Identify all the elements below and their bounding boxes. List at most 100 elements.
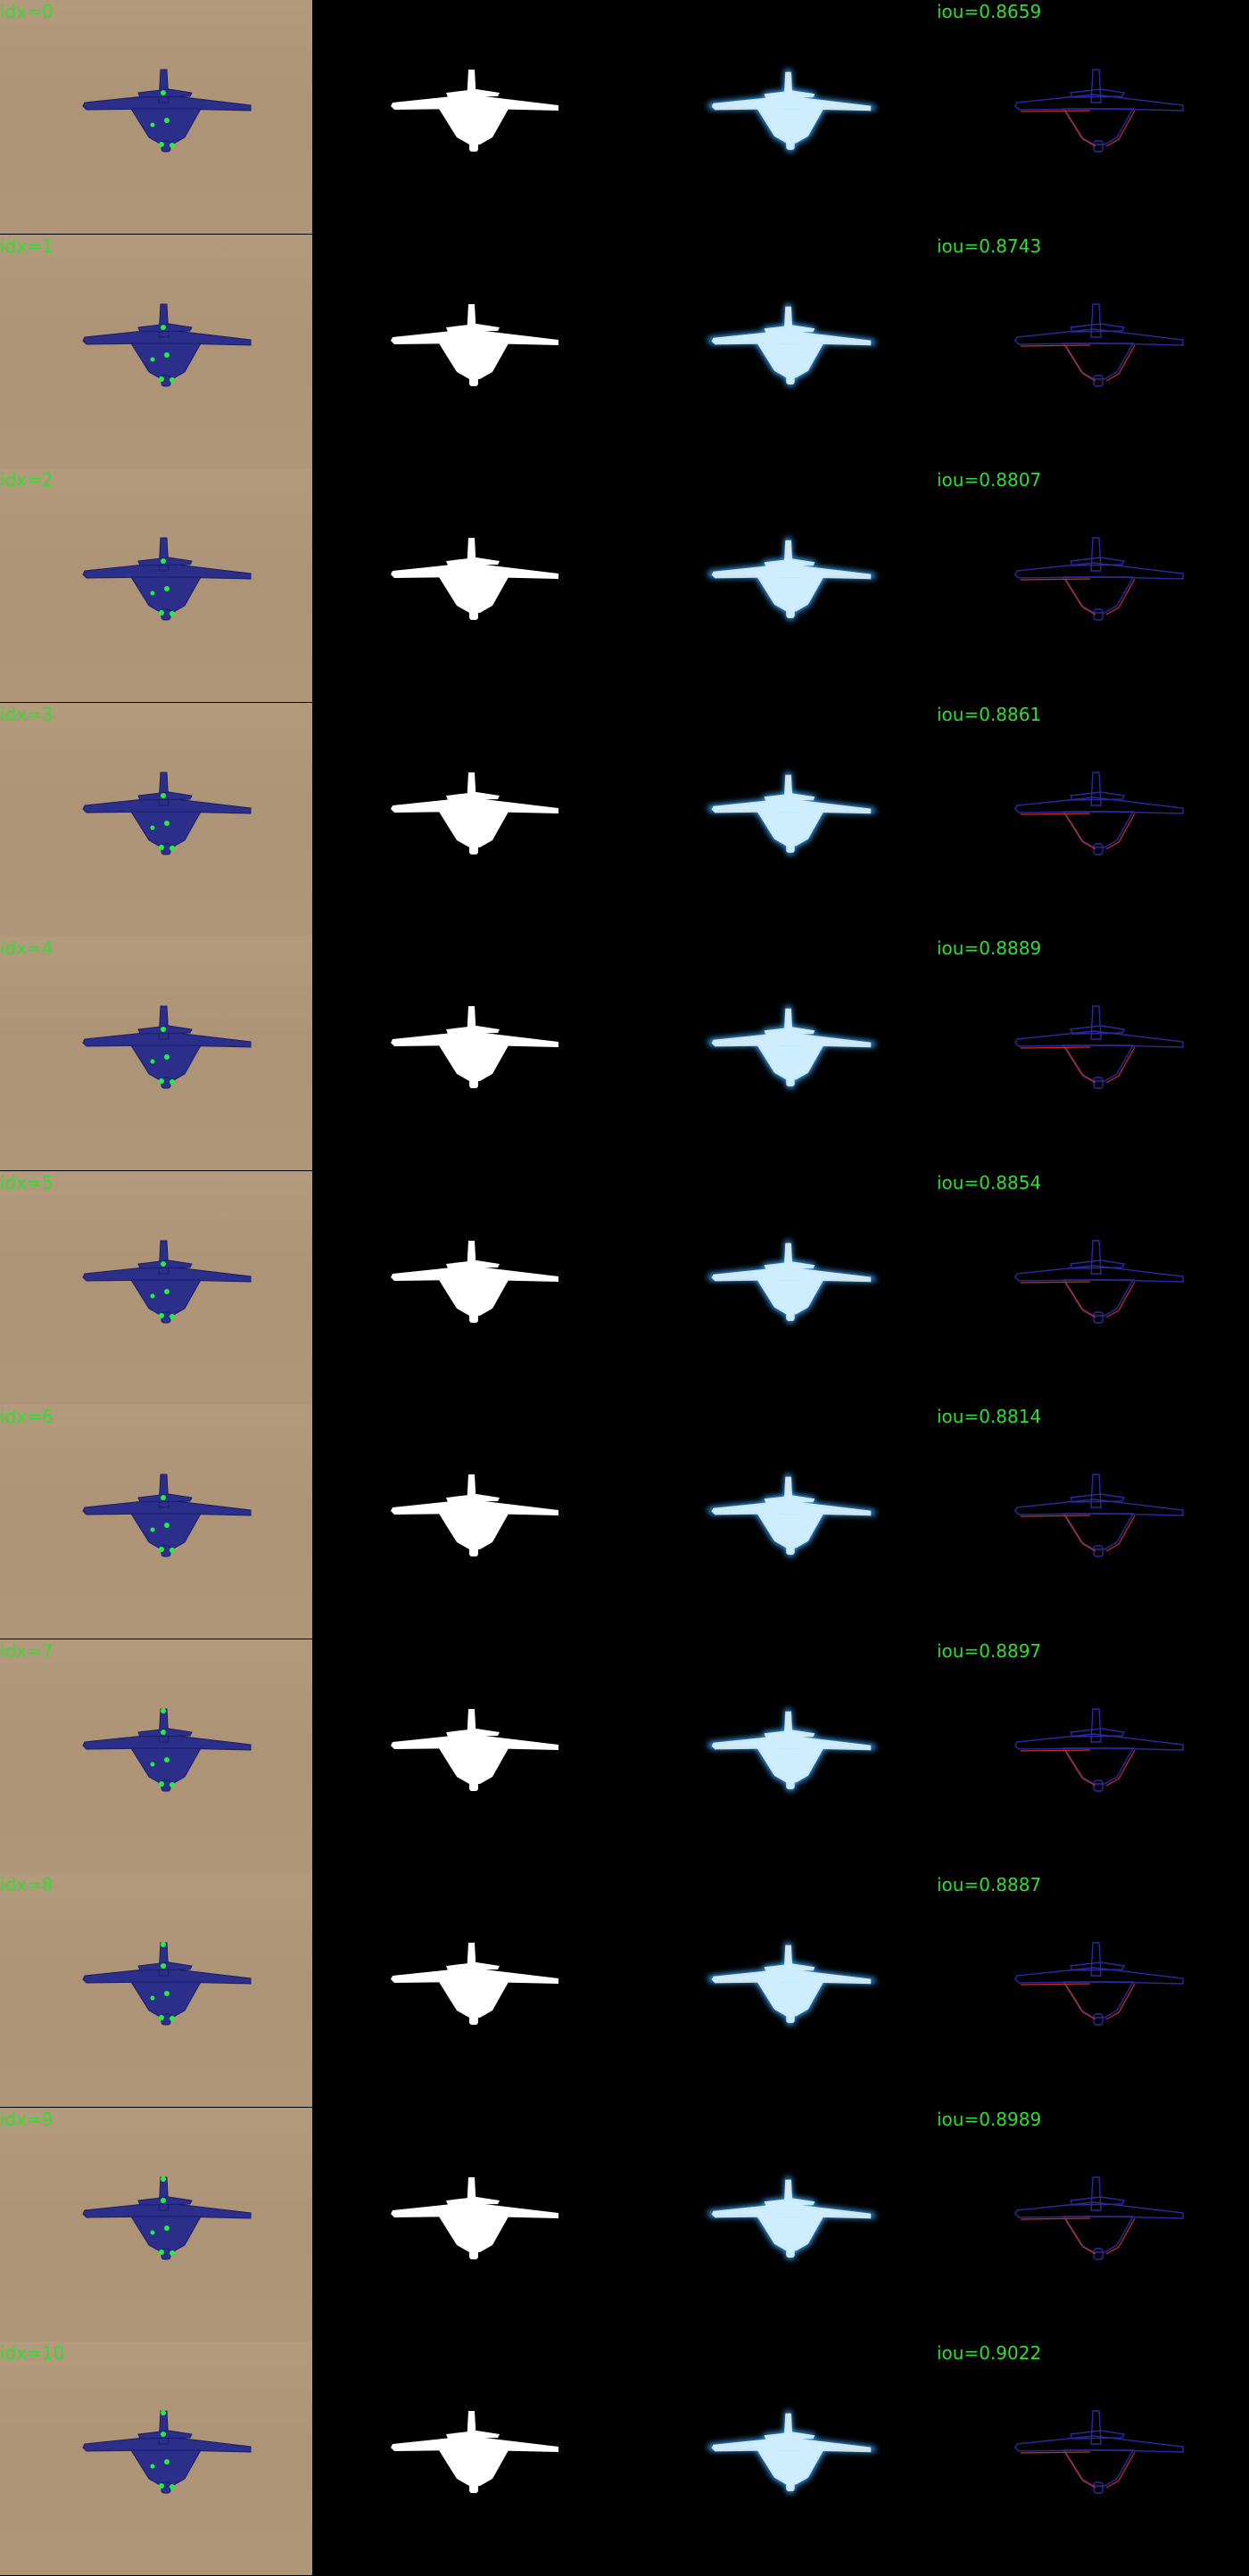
iou-score-label: iou=0.8887 — [937, 1874, 1042, 1895]
iou-score-label: iou=0.8861 — [937, 703, 1042, 725]
render-overlay-panel — [76, 1702, 263, 1809]
airplane-glow-icon — [707, 772, 875, 855]
contour-diff-panel — [1008, 999, 1195, 1106]
airplane-glow-icon — [707, 1006, 875, 1088]
heatmap-glow-panel — [700, 297, 888, 404]
heatmap-glow-panel — [700, 2404, 888, 2511]
airplane-render-icon — [82, 1942, 252, 2026]
airplane-outline-icon — [1014, 1474, 1184, 1557]
airplane-mask-icon — [391, 1240, 558, 1323]
airplane-mask-icon — [391, 2176, 558, 2259]
airplane-render-icon — [82, 1240, 252, 1323]
binary-mask-panel — [384, 999, 571, 1106]
iou-score-label: iou=0.8814 — [937, 1406, 1042, 1427]
airplane-mask-icon — [391, 538, 558, 620]
render-overlay-panel — [76, 531, 263, 638]
airplane-render-icon — [82, 537, 252, 621]
heatmap-glow-panel — [700, 62, 888, 169]
heatmap-glow-panel — [700, 999, 888, 1106]
contour-diff-panel — [1008, 62, 1195, 169]
frame-row: idx=9 iou=0.8989 — [0, 2107, 1249, 2341]
iou-score-label: iou=0.8743 — [937, 235, 1042, 257]
binary-mask-panel — [384, 1702, 571, 1809]
airplane-mask-icon — [391, 70, 558, 152]
contour-diff-panel — [1008, 2170, 1195, 2277]
frame-index-label: idx=7 — [0, 1639, 54, 1662]
iou-score-label: iou=0.8897 — [937, 1639, 1042, 1662]
frame-index-label: idx=5 — [0, 1171, 54, 1193]
contour-diff-panel — [1008, 1467, 1195, 1574]
iou-score-label: iou=0.8807 — [937, 469, 1042, 491]
frame-row: idx=6 iou=0.8814 — [0, 1405, 1249, 1639]
iou-score-label: iou=0.8889 — [937, 937, 1042, 959]
airplane-outline-icon — [1014, 1942, 1184, 2026]
airplane-outline-icon — [1014, 537, 1184, 621]
iou-score-label: iou=0.8659 — [937, 1, 1042, 22]
render-overlay-panel — [76, 62, 263, 169]
frame-row: idx=4 iou=0.8889 — [0, 937, 1249, 1170]
render-overlay-panel — [76, 1234, 263, 1341]
frame-row: idx=0 iou=0.8659 — [0, 0, 1249, 234]
airplane-render-icon — [82, 1707, 252, 1791]
airplane-render-icon — [82, 1005, 252, 1089]
contour-diff-panel — [1008, 531, 1195, 638]
airplane-glow-icon — [707, 1943, 875, 2025]
airplane-render-icon — [82, 2176, 252, 2259]
iou-score-label: iou=0.8989 — [937, 2108, 1042, 2130]
binary-mask-panel — [384, 1467, 571, 1574]
binary-mask-panel — [384, 765, 571, 872]
render-overlay-panel — [76, 297, 263, 404]
heatmap-glow-panel — [700, 1467, 888, 1574]
frame-row: idx=1 iou=0.8743 — [0, 234, 1249, 468]
airplane-mask-icon — [391, 2411, 558, 2493]
airplane-glow-icon — [707, 1240, 875, 1323]
airplane-outline-icon — [1014, 69, 1184, 153]
binary-mask-panel — [384, 62, 571, 169]
frame-index-label: idx=6 — [0, 1406, 54, 1427]
airplane-glow-icon — [707, 1474, 875, 1556]
contour-diff-panel — [1008, 1702, 1195, 1809]
airplane-render-icon — [82, 1474, 252, 1557]
contour-diff-panel — [1008, 765, 1195, 872]
airplane-mask-icon — [391, 1708, 558, 1791]
airplane-glow-icon — [707, 1708, 875, 1791]
render-overlay-panel — [76, 2404, 263, 2511]
frame-row: idx=10 iou=0.9022 — [0, 2341, 1249, 2575]
frame-row: idx=3 iou=0.8861 — [0, 702, 1249, 937]
airplane-glow-icon — [707, 2176, 875, 2259]
heatmap-glow-panel — [700, 2170, 888, 2277]
render-overlay-panel — [76, 2170, 263, 2277]
heatmap-glow-panel — [700, 1936, 888, 2043]
frame-index-label: idx=10 — [0, 2342, 65, 2364]
heatmap-glow-panel — [700, 1702, 888, 1809]
frame-index-label: idx=1 — [0, 235, 54, 257]
airplane-mask-icon — [391, 1006, 558, 1088]
frame-index-label: idx=2 — [0, 469, 54, 491]
airplane-outline-icon — [1014, 1005, 1184, 1089]
airplane-render-icon — [82, 772, 252, 855]
airplane-glow-icon — [707, 70, 875, 152]
binary-mask-panel — [384, 2170, 571, 2277]
frame-row: idx=2 iou=0.8807 — [0, 468, 1249, 702]
render-overlay-panel — [76, 1467, 263, 1574]
contour-diff-panel — [1008, 2404, 1195, 2511]
airplane-mask-icon — [391, 772, 558, 855]
frame-row: idx=7 iou=0.8897 — [0, 1639, 1249, 1873]
frame-index-label: idx=4 — [0, 937, 54, 959]
airplane-outline-icon — [1014, 2176, 1184, 2260]
binary-mask-panel — [384, 531, 571, 638]
airplane-render-icon — [82, 303, 252, 386]
render-overlay-panel — [76, 999, 263, 1106]
frame-row: idx=5 iou=0.8854 — [0, 1170, 1249, 1405]
heatmap-glow-panel — [700, 765, 888, 872]
airplane-glow-icon — [707, 2411, 875, 2493]
airplane-glow-icon — [707, 303, 875, 386]
contour-diff-panel — [1008, 1234, 1195, 1341]
airplane-render-icon — [82, 2410, 252, 2494]
frame-index-label: idx=8 — [0, 1874, 54, 1895]
contour-diff-panel — [1008, 1936, 1195, 2043]
airplane-outline-icon — [1014, 771, 1184, 855]
binary-mask-panel — [384, 297, 571, 404]
airplane-render-icon — [82, 69, 252, 153]
